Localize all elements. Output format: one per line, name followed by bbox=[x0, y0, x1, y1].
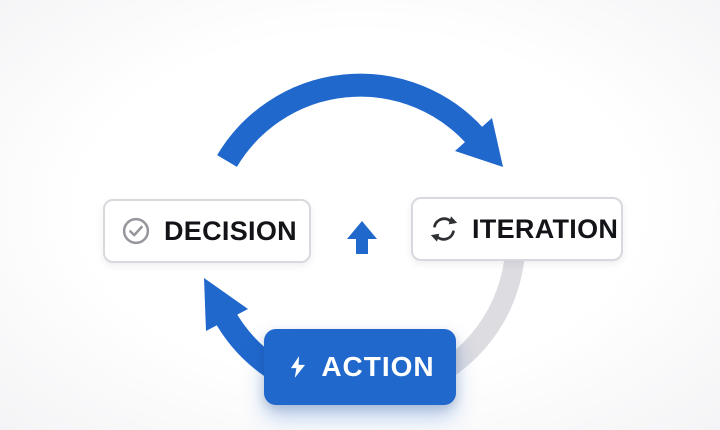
check-circle-icon bbox=[121, 216, 151, 246]
node-action: ACTION bbox=[264, 329, 456, 405]
node-action-label: ACTION bbox=[321, 351, 435, 382]
node-decision: DECISION bbox=[103, 199, 311, 263]
center-up-arrow-icon bbox=[347, 221, 377, 254]
refresh-icon bbox=[429, 214, 459, 244]
node-iteration: ITERATION bbox=[411, 197, 623, 261]
lightning-icon bbox=[285, 354, 311, 380]
node-decision-label: DECISION bbox=[164, 215, 297, 246]
node-iteration-label: ITERATION bbox=[472, 213, 619, 244]
arrowhead-right-icon bbox=[455, 118, 503, 167]
arrowhead-up-left-icon bbox=[204, 278, 248, 331]
arc-top-blue bbox=[217, 73, 484, 167]
